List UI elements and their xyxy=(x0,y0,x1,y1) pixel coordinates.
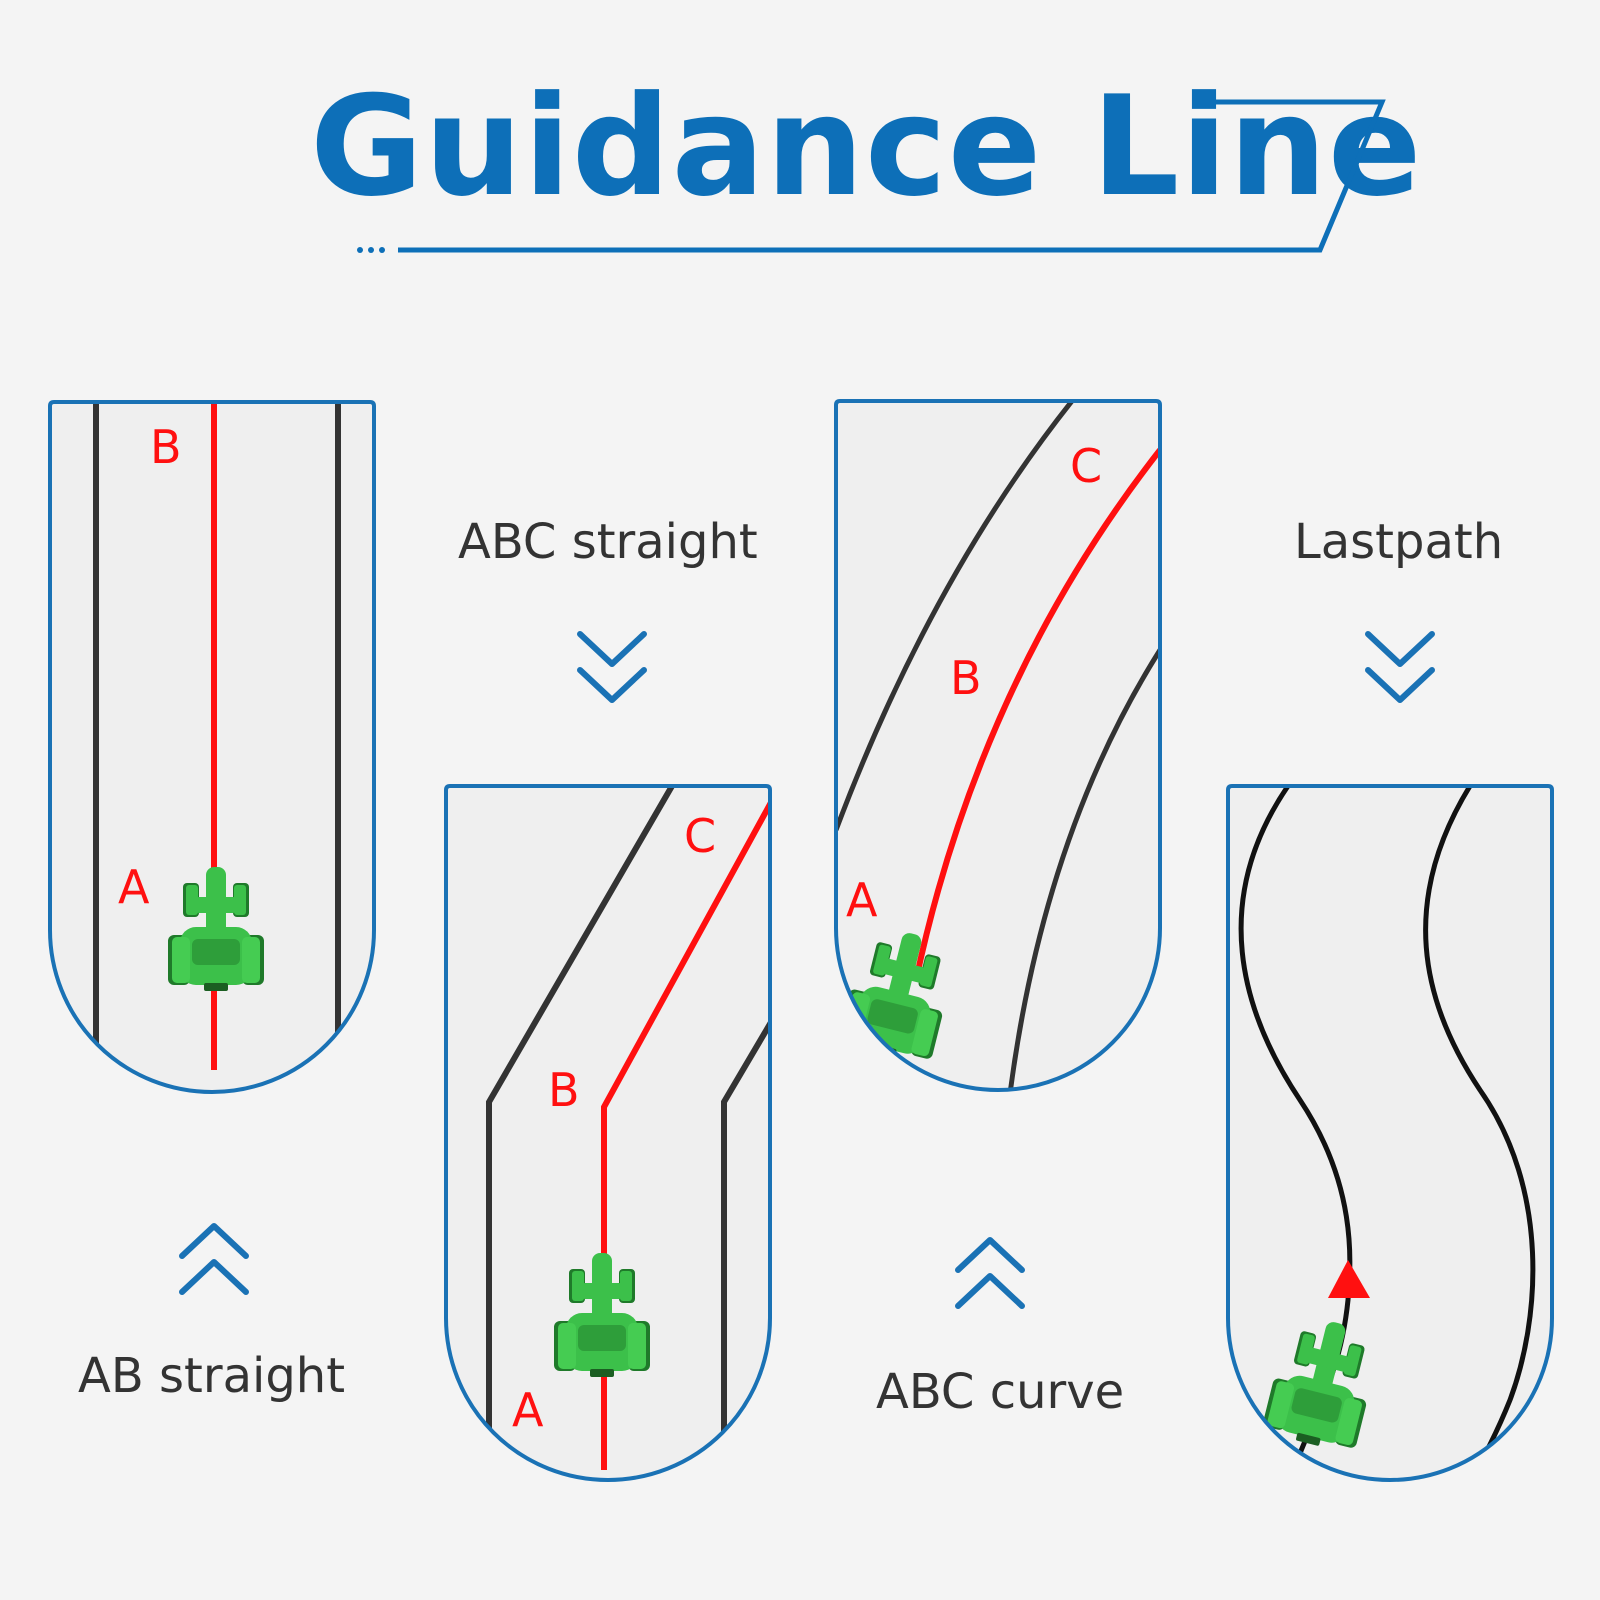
swath-boundary-right xyxy=(1005,648,1160,1090)
label-abc-straight: ABC straight xyxy=(458,514,758,570)
chevron-up-icon xyxy=(955,1237,1025,1309)
point-c-label: C xyxy=(684,809,716,863)
chevron-down-icon xyxy=(577,631,647,703)
point-b-label: B xyxy=(150,420,182,474)
point-a-label: A xyxy=(118,860,150,914)
label-lastpath: Lastpath xyxy=(1294,514,1504,570)
point-b-label: B xyxy=(950,651,982,705)
chevron-up-icon xyxy=(179,1223,249,1295)
point-b-label: B xyxy=(548,1063,580,1117)
label-ab-straight: AB straight xyxy=(78,1348,346,1404)
last-path-right xyxy=(1423,786,1536,1480)
heading-arrow-icon xyxy=(1328,1260,1370,1298)
panel-abc-straight: C B A xyxy=(444,784,772,1482)
swath-boundary-left xyxy=(836,401,1074,831)
panel-lastpath xyxy=(1226,784,1554,1482)
panel-abc-curve: C B A xyxy=(834,399,1162,1092)
point-a-label: A xyxy=(846,873,878,927)
swath-boundary-left xyxy=(486,786,675,1480)
chevron-down-icon xyxy=(1365,631,1435,703)
title-underline xyxy=(357,99,1386,253)
label-abc-curve: ABC curve xyxy=(876,1364,1125,1420)
abc-curve-guidance-line xyxy=(913,448,1160,981)
point-a-label: A xyxy=(512,1383,544,1437)
point-c-label: C xyxy=(1070,439,1102,493)
panel-ab-straight: B A xyxy=(48,400,376,1094)
